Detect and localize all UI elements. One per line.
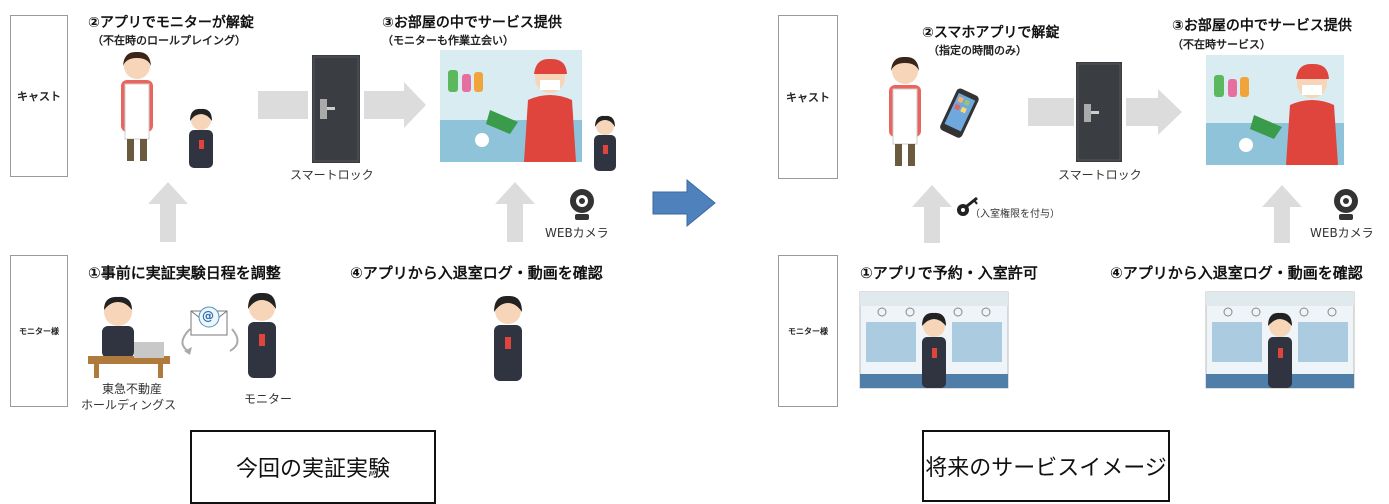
monitor-person-small-left (189, 108, 213, 168)
cast-role-box-left: キャスト (10, 15, 68, 177)
arrow-head-to-room-right (1158, 89, 1182, 135)
smartphone-icon (940, 88, 979, 138)
right-step3-title: ③お部屋の中でサービス提供 (1172, 18, 1352, 34)
right-step2-title: ②スマホアプリで解錠 (922, 25, 1060, 41)
company-label-line2: ホールディングス (81, 398, 177, 412)
cast-role-label: キャスト (17, 90, 61, 103)
up-arrow-step4-right (1262, 185, 1302, 243)
webcam-label-right: WEBカメラ (1310, 226, 1374, 240)
monitor-role-label: モニター様 (19, 326, 59, 336)
left-step3-subtitle: （モニターも作業立会い） (382, 34, 514, 47)
arrow-head-to-room-left (404, 82, 426, 128)
right-panel-title-box: 将来のサービスイメージ (922, 430, 1170, 502)
left-step1-title: ①事前に実証実験日程を調整 (88, 264, 281, 282)
left-step2-title: ②アプリでモニターが解錠 (88, 15, 254, 31)
left-panel-title-box: 今回の実証実験 (190, 430, 436, 504)
monitor-label-left: モニター (244, 392, 293, 406)
arrow-shaft-to-door-left (258, 91, 308, 119)
monitor-person-room-left (594, 115, 616, 171)
webcam-label-left: WEBカメラ (545, 226, 609, 240)
right-step1-title: ①アプリで予約・入室許可 (860, 264, 1038, 282)
arrow-head-to-door-left (308, 78, 309, 79)
train-monitor-illustration-step1 (859, 291, 1009, 389)
train-monitor-illustration-step4 (1205, 291, 1355, 389)
key-icon (957, 196, 978, 216)
right-step2-subtitle: （指定の時間のみ） (928, 44, 1027, 57)
transition-arrow (652, 178, 716, 228)
up-arrow-step1-right (912, 185, 952, 243)
webcam-icon-left (570, 189, 594, 220)
monitor-person-step1-left (248, 292, 276, 378)
room-service-illustration-left (440, 50, 582, 162)
key-permission-label: （入室権限を付与） (970, 209, 1060, 220)
smart-lock-label-left: スマートロック (290, 168, 374, 182)
email-at-symbol: @ (202, 309, 214, 323)
email-icon (190, 306, 228, 336)
company-label-line1: 東急不動産 (102, 382, 163, 396)
arrow-shaft-to-door-right (1028, 98, 1074, 126)
left-step3-title: ③お部屋の中でサービス提供 (382, 15, 562, 31)
webcam-icon-right (1334, 189, 1358, 220)
right-step4-title: ④アプリから入退室ログ・動画を確認 (1110, 264, 1363, 282)
left-panel-title: 今回の実証実験 (235, 457, 390, 482)
monitor-role-box-left: モニター様 (10, 255, 68, 407)
monitor-person-step4-left (494, 295, 522, 381)
smart-lock-door-right (1076, 62, 1122, 162)
cast-person-illustration-right (889, 56, 921, 166)
up-arrow-step4-left (495, 182, 535, 242)
left-step4-title: ④アプリから入退室ログ・動画を確認 (350, 264, 603, 282)
right-step3-subtitle: （不在時サービス） (1172, 38, 1271, 51)
right-panel-title: 将来のサービスイメージ (925, 456, 1167, 481)
cast-role-label-right: キャスト (786, 91, 830, 104)
cast-person-illustration-left (121, 51, 153, 161)
arrow-shaft-to-room-left (364, 91, 404, 119)
smart-lock-door-left (312, 55, 360, 163)
room-service-illustration-right (1206, 55, 1344, 165)
arrow-shaft-to-room-right (1126, 98, 1158, 126)
monitor-role-label-right: モニター様 (788, 326, 828, 336)
monitor-role-box-right: モニター様 (778, 255, 838, 407)
left-step2-subtitle: （不在時のロールプレイング） (92, 34, 246, 47)
email-curve-arrows (181, 328, 239, 355)
cast-role-box-right: キャスト (778, 15, 838, 179)
up-arrow-step1-left (148, 182, 188, 242)
smart-lock-label-right: スマートロック (1058, 168, 1142, 182)
company-worker-illustration (88, 296, 170, 378)
